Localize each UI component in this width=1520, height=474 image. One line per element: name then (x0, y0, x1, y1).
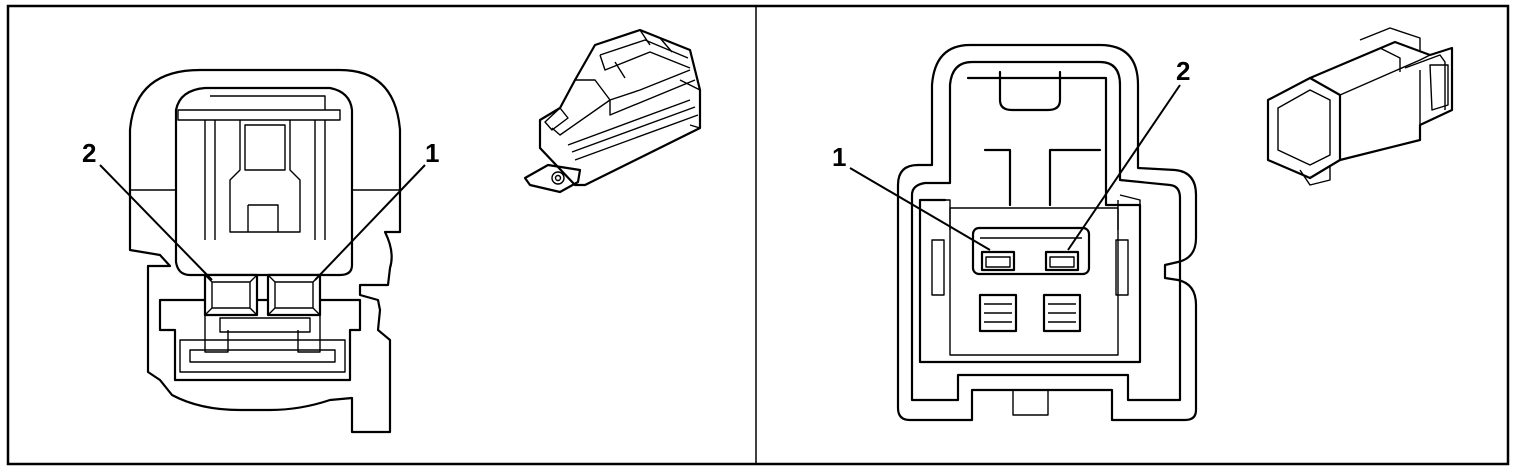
left-leader-1 (314, 164, 426, 281)
right-connector-3d-view (1266, 27, 1454, 186)
left-leader-2 (99, 164, 213, 281)
diagram-frame (6, 4, 1510, 466)
left-pin-2-cavity (203, 273, 259, 317)
right-leader-1 (849, 167, 991, 251)
left-pin-label-2: 2 (82, 138, 96, 168)
left-connector-face (128, 68, 402, 434)
right-pin-label-1: 1 (832, 142, 846, 172)
left-connector-3d-view (523, 28, 702, 194)
left-pin-1-cavity (266, 273, 322, 317)
left-pin-label-1: 1 (425, 138, 439, 168)
right-leader-2 (1067, 84, 1181, 251)
right-connector-face (896, 43, 1198, 422)
right-pin-label-2: 2 (1176, 56, 1190, 86)
